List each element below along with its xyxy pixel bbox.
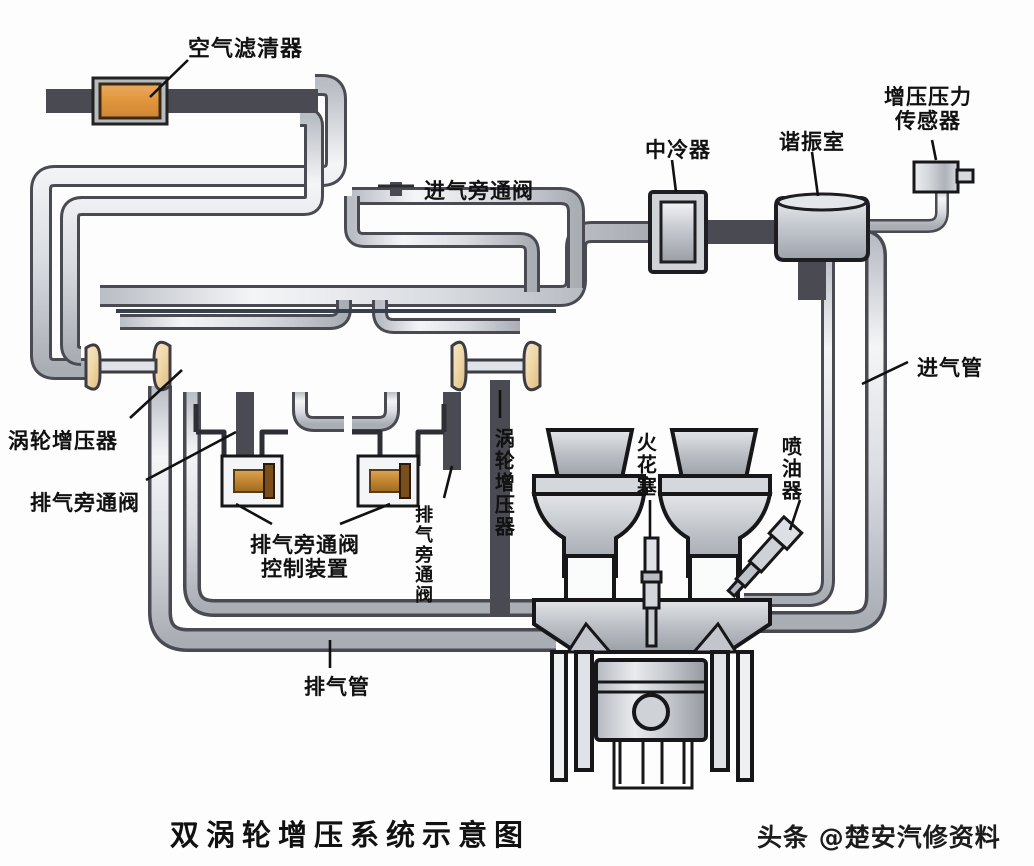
intercooler xyxy=(648,190,708,274)
turbocharger-left xyxy=(84,340,172,392)
watermark: 头条 @楚安汽修资料 xyxy=(757,823,1001,852)
diagram-title: 双涡轮增压系统示意图 xyxy=(169,818,530,852)
label-turbocharger-center: 涡轮增压器 xyxy=(491,428,516,538)
label-exhaust-bypass-valve-left: 排气旁通阀 xyxy=(30,491,140,515)
label-turbocharger-left: 涡轮增压器 xyxy=(8,429,118,453)
label-resonance-chamber: 谐振室 xyxy=(779,130,845,154)
resonance-chamber xyxy=(774,192,870,262)
label-exhaust-bypass-valve-control: 排气旁通阀 控制装置 xyxy=(250,533,360,581)
pipe-intake-inner xyxy=(744,252,835,607)
boost-pressure-sensor xyxy=(912,160,975,194)
turbocharger-right xyxy=(450,340,542,392)
pipe-filter-branch-inner xyxy=(60,107,324,366)
label-exhaust-pipe: 排气管 xyxy=(304,675,370,699)
label-fuel-injector: 喷油器 xyxy=(778,436,803,502)
pipe-intake-bypass-crossover xyxy=(344,187,585,292)
pipe-exhaust-main xyxy=(148,386,556,652)
piston xyxy=(594,658,708,790)
exhaust-bypass-valve-control-right xyxy=(356,454,420,508)
air-filter xyxy=(91,76,169,126)
exhaust-bypass-valve-control-left xyxy=(220,454,284,508)
fuel-injector xyxy=(726,514,804,599)
leader-lines xyxy=(129,59,938,668)
pipe-bypass-valve-stub xyxy=(378,182,414,196)
label-spark-plug: 火花塞 xyxy=(633,432,658,498)
label-intercooler: 中冷器 xyxy=(645,138,711,162)
label-boost-pressure-sensor: 增压压力 传感器 xyxy=(884,85,972,133)
spark-plug xyxy=(640,536,663,648)
label-intake-pipe: 进气管 xyxy=(917,356,983,380)
pipe-exhaust-inner xyxy=(183,392,556,617)
label-air-filter: 空气滤清器 xyxy=(188,37,304,62)
label-exhaust-bypass-valve-vertical: 排气旁通阀 xyxy=(412,505,434,605)
label-intake-bypass-valve: 进气旁通阀 xyxy=(424,179,534,203)
pipe-air-filter-to-turbo-outer xyxy=(30,74,347,380)
pipe-resonance-to-sensor xyxy=(864,188,949,233)
